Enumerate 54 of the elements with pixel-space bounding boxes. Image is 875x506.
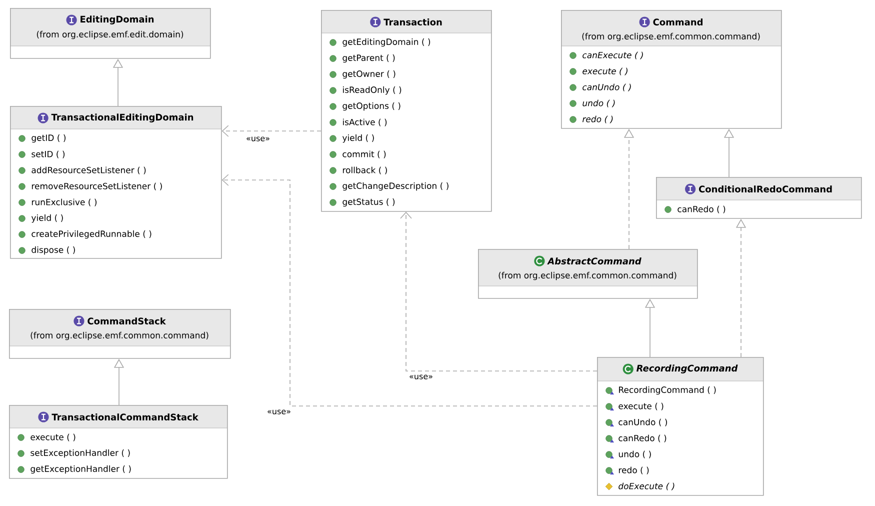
edge-label: «use» [266,408,292,416]
method-label: undo ( ) [618,450,651,458]
dependency-arrow [222,174,598,406]
package-label: (from org.eclipse.emf.edit.domain) [36,30,184,40]
method-label: rollback ( ) [342,166,387,174]
method-label: canUndo ( ) [618,418,667,426]
dependency-arrow [222,125,322,137]
method-label: doExecute ( ) [618,482,674,490]
method-label: isReadOnly ( ) [343,86,402,95]
method-label: canExecute ( ) [582,52,643,60]
method-label: dispose ( ) [32,246,75,255]
method-label: yield ( ) [31,214,63,223]
method-label: RecordingCommand ( ) [619,386,716,395]
package-label: (from org.eclipse.emf.common.command) [582,32,760,42]
class-name: Command [653,18,702,26]
method-label: execute ( ) [30,434,76,442]
method-label: getOptions ( ) [342,102,400,111]
class-name: AbstractCommand [547,258,642,264]
method-label: canRedo ( ) [618,434,666,442]
class-name: EditingDomain [80,16,154,24]
method-label: getID ( ) [32,134,66,143]
class-name: RecordingCommand [636,364,738,374]
method-label: addResourceSetListener ( ) [32,166,146,174]
class-name: CommandStack [88,318,166,324]
method-label: redo ( ) [618,466,649,474]
method-label: getExceptionHandler ( ) [30,465,131,474]
method-label: isActive ( ) [343,118,387,126]
class-name: ConditionalRedoCommand [698,186,832,192]
method-label: execute ( ) [582,68,628,76]
class-name: Transaction [384,18,442,26]
dependency-arrow [400,212,598,372]
package-label: (from org.eclipse.emf.common.command) [30,332,208,340]
edge-label: «use» [245,136,271,142]
method-label: canRedo ( ) [678,206,726,214]
method-label: undo ( ) [582,100,615,108]
method-label: getStatus ( ) [342,198,395,207]
package-label: (from org.eclipse.emf.common.command) [498,272,676,280]
method-label: runExclusive ( ) [32,198,96,206]
method-label: execute ( ) [618,402,664,410]
class-name: TransactionalEditingDomain [51,114,194,122]
method-label: commit ( ) [342,150,386,158]
class-name: TransactionalCommandStack [52,414,198,420]
method-label: setExceptionHandler ( ) [30,449,130,458]
method-label: yield ( ) [342,134,374,143]
method-label: getChangeDescription ( ) [342,182,448,191]
method-label: createPrivilegedRunnable ( ) [32,230,152,239]
method-label: redo ( ) [582,116,613,124]
method-label: removeResourceSetListener ( ) [32,182,162,190]
method-label: canUndo ( ) [582,84,631,92]
edge-label: «use» [408,374,434,380]
method-label: getParent ( ) [342,54,395,63]
method-label: getEditingDomain ( ) [342,38,430,47]
method-label: getOwner ( ) [342,70,396,79]
method-label: setID ( ) [32,150,65,158]
